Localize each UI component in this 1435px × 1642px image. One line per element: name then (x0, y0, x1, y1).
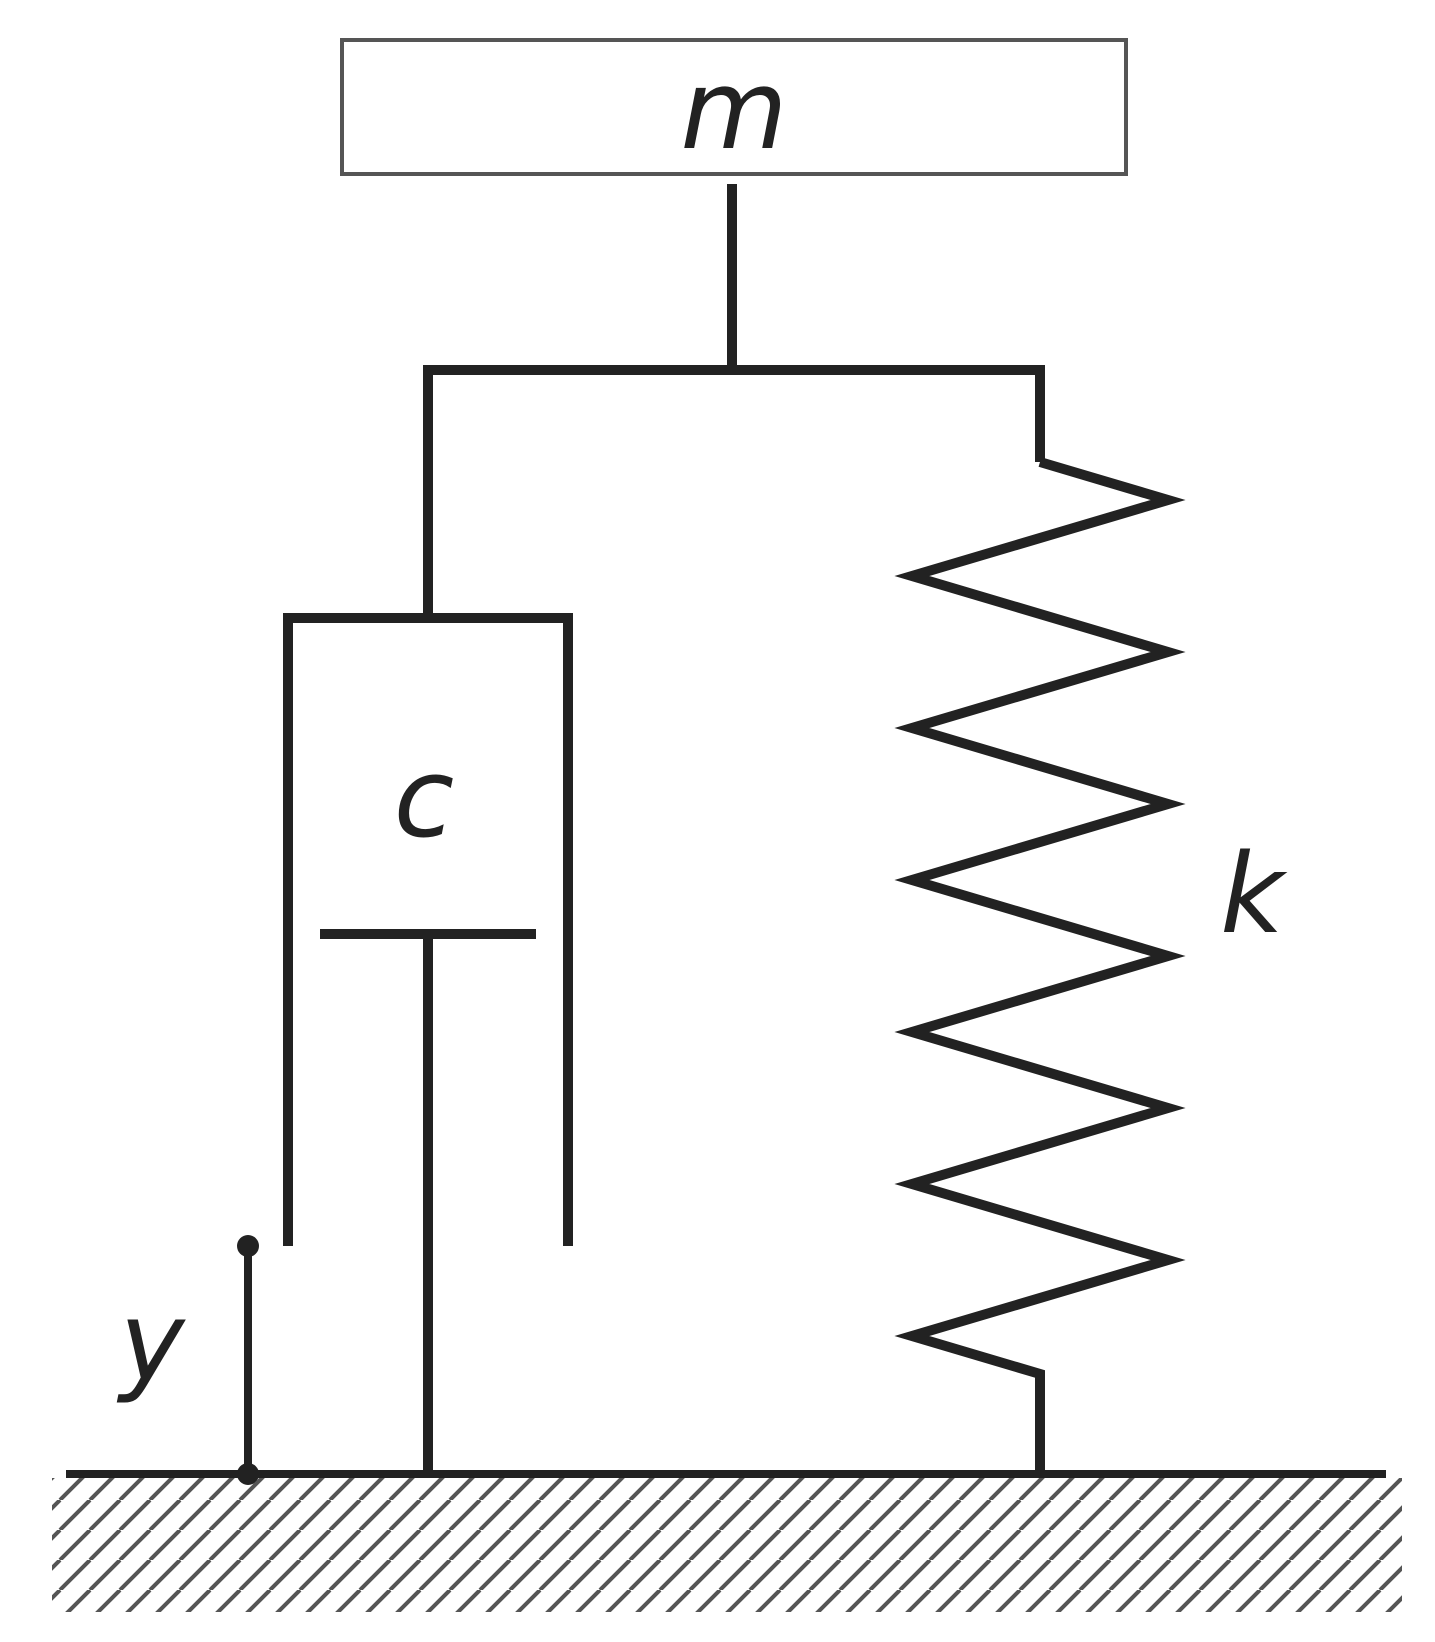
damper-cylinder (283, 613, 573, 1246)
mass-label: m (680, 46, 787, 174)
ground-hatching (52, 1478, 1402, 1612)
damper-label: c (394, 734, 454, 862)
displacement-indicator (237, 1235, 259, 1485)
displacement-label: y (116, 1278, 186, 1406)
spring (894, 457, 1186, 1474)
connecting-frame (423, 184, 1045, 618)
mass-block (340, 38, 1128, 176)
damper (283, 613, 573, 1474)
displacement-top-dot (237, 1235, 259, 1257)
spring-label: k (1220, 830, 1288, 958)
